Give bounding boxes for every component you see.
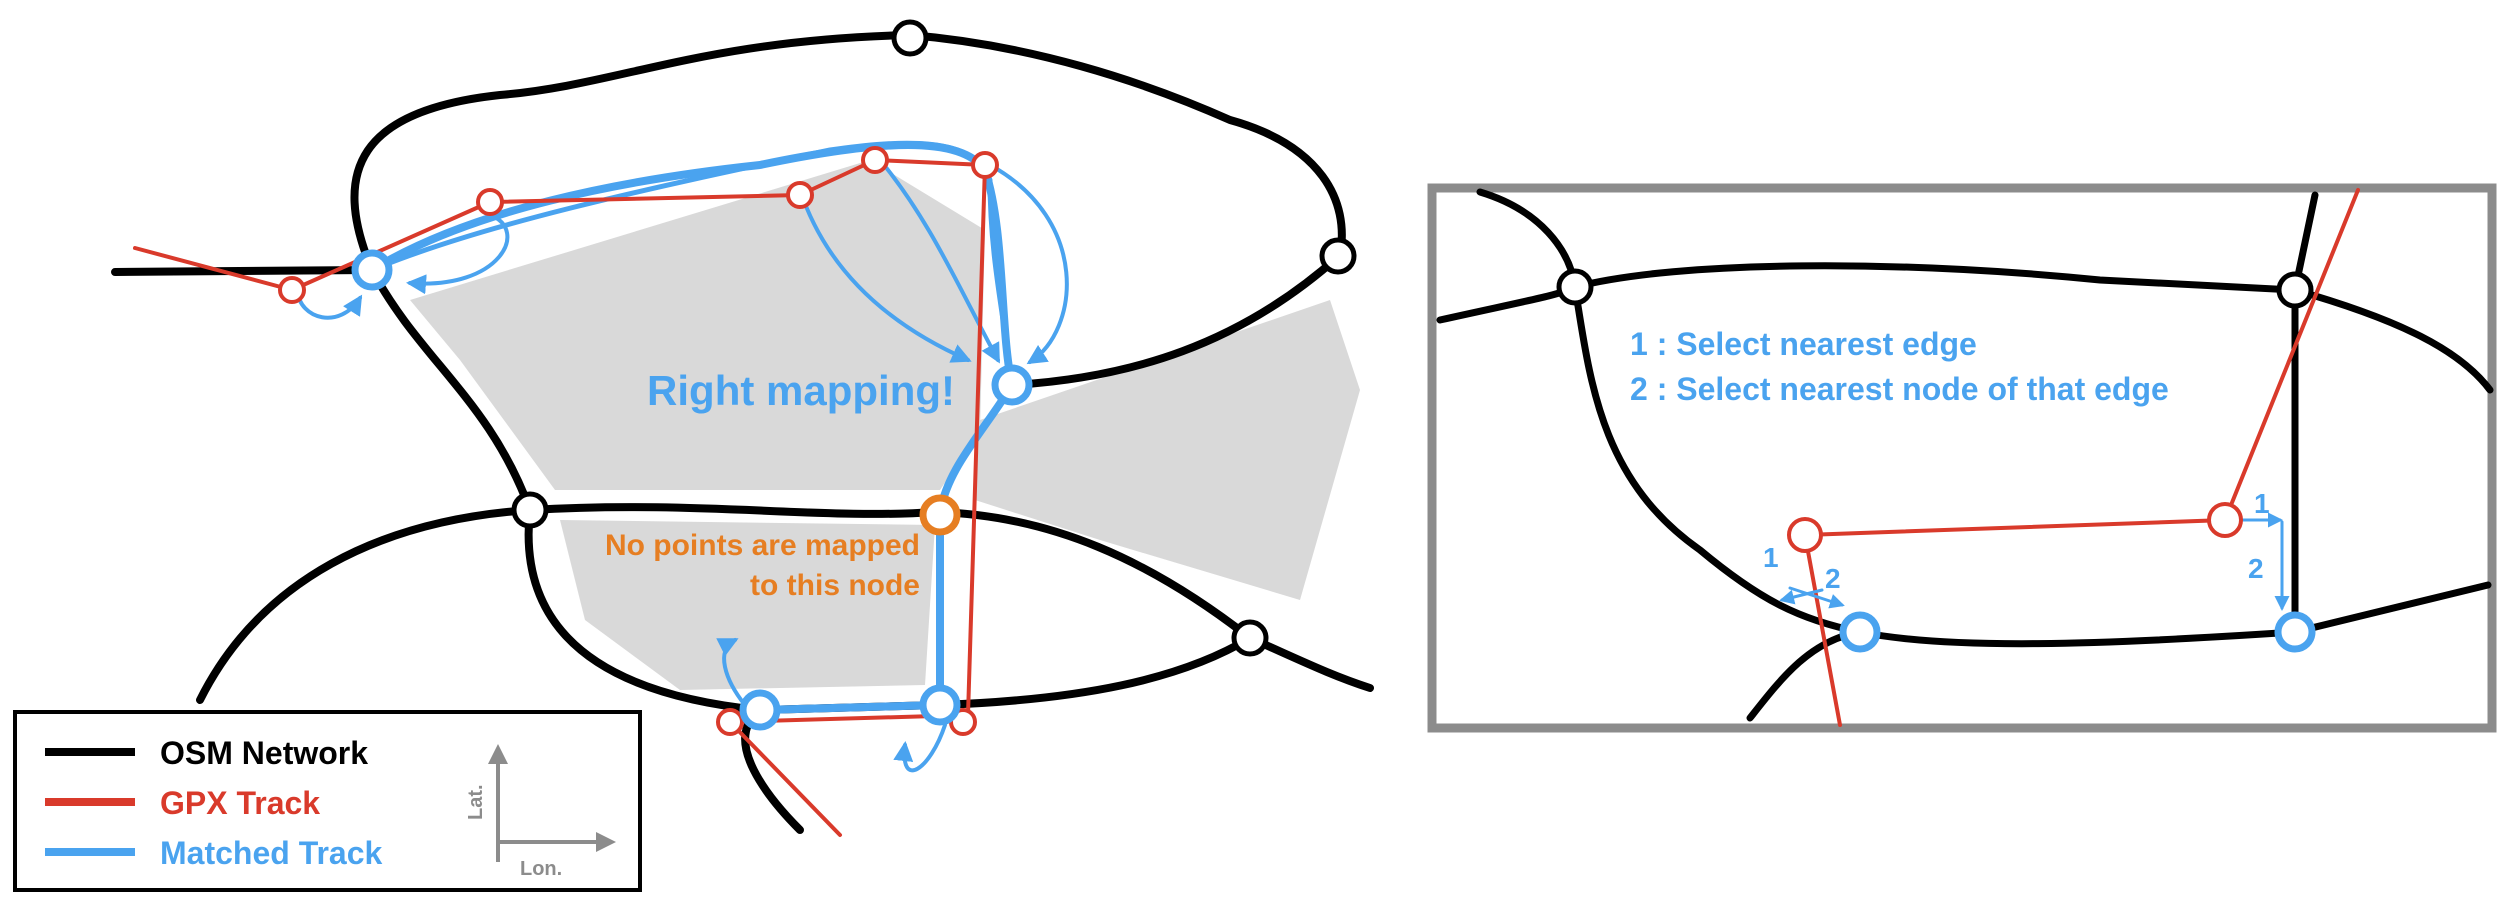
inset-osm-nodes — [1556, 268, 2314, 309]
region-right — [975, 300, 1360, 600]
gpx-point — [971, 151, 999, 179]
no-points-label-line1: No points are mapped — [605, 529, 920, 562]
legend-gpx-label: GPX Track — [160, 785, 320, 821]
gpx-point — [861, 146, 889, 174]
gpx-points — [278, 146, 999, 736]
gpx-track — [133, 158, 987, 837]
right-mapping-label: Right mapping! — [647, 367, 955, 414]
lat-axis-label: Lat. — [465, 784, 487, 820]
no-points-label-line2: to this node — [750, 569, 920, 602]
matched-arrows — [295, 158, 1069, 773]
matched-node — [739, 689, 781, 731]
gpx-point — [278, 276, 306, 304]
gray-regions — [410, 160, 1360, 690]
inset-right-num-1: 1 — [2254, 488, 2270, 519]
gpx-point — [476, 188, 504, 216]
matched-node — [919, 684, 961, 726]
legend-matched-label: Matched Track — [160, 835, 383, 871]
matched-track — [368, 140, 1016, 714]
legend-osm-label: OSM Network — [160, 735, 368, 771]
osm-nodes — [511, 19, 1357, 657]
inset-step-2: 2 : Select nearest node of that edge — [1630, 371, 2169, 407]
gpx-point — [786, 181, 814, 209]
inset-left-num-2: 2 — [1825, 563, 1841, 594]
osm-road-outer-loop — [350, 31, 1346, 274]
gpx-point — [716, 708, 744, 736]
osm-road-left-arc — [196, 506, 534, 704]
inset-panel: 1 : Select nearest edge 2 : Select neare… — [1427, 183, 2497, 733]
unmapped-node — [919, 494, 961, 536]
inset-step-1: 1 : Select nearest edge — [1630, 326, 1977, 362]
osm-road-middle — [526, 503, 1374, 692]
osm-node — [891, 19, 929, 57]
region-upper — [410, 160, 985, 490]
region-lower — [560, 520, 935, 690]
lon-axis-label: Lon. — [520, 858, 562, 880]
matched-node — [351, 249, 393, 291]
osm-road-west — [111, 266, 376, 276]
legend: OSM Network GPX Track Matched Track Lat.… — [13, 710, 642, 892]
osm-network — [111, 31, 1374, 834]
osm-road-east — [1008, 251, 1344, 389]
matched-nodes — [351, 249, 1033, 731]
gpx-upper-path — [133, 158, 987, 724]
matched-node — [991, 364, 1033, 406]
inset-gpx-points — [1787, 502, 2243, 553]
matched-secondary — [369, 140, 1015, 388]
inset-arrows — [1779, 512, 2290, 611]
osm-road-down-left — [368, 266, 534, 514]
gpx-lower-tail — [728, 720, 842, 837]
inset-left-num-1: 1 — [1763, 542, 1779, 573]
inset-right-num-2: 2 — [2248, 553, 2264, 584]
osm-node — [511, 491, 549, 529]
osm-node — [1319, 237, 1357, 275]
osm-node — [1231, 619, 1269, 657]
inset-matched-nodes — [1839, 611, 2316, 653]
